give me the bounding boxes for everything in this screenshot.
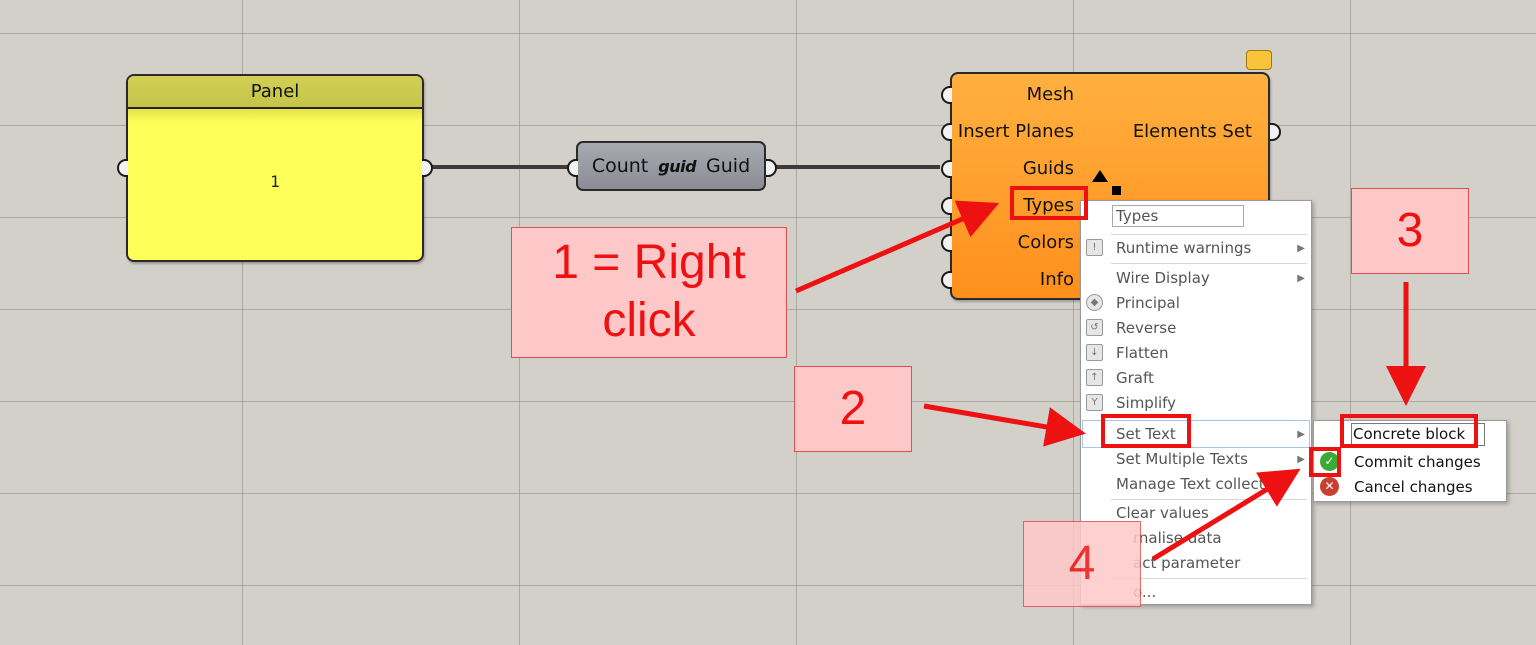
menu-separator — [1111, 578, 1307, 579]
panel-component[interactable]: Panel 1 — [126, 74, 424, 262]
panel-output-grip[interactable] — [422, 159, 433, 177]
input-types-grip[interactable] — [941, 197, 952, 215]
input-colors-grip[interactable] — [941, 234, 952, 252]
annotation-step-2-label: 2 — [839, 382, 867, 435]
annotation-step-4: 4 — [1023, 521, 1141, 607]
annotation-step-1: 1 = Right click — [511, 227, 787, 358]
message-balloon-icon[interactable] — [1246, 50, 1272, 70]
menu-separator — [1111, 499, 1307, 500]
input-colors-label[interactable]: Colors — [1017, 232, 1074, 253]
panel-header-shadow — [128, 109, 422, 123]
submenu-arrow-icon: ▶ — [1297, 273, 1305, 284]
panel-title: Panel — [128, 76, 422, 109]
cancel-icon[interactable]: ✕ — [1320, 477, 1339, 496]
graft-icon: ↑ — [1086, 369, 1103, 386]
highlight-types-input — [1010, 186, 1088, 220]
menu-item-set-text[interactable]: Set Text — [1116, 425, 1176, 443]
input-types-label[interactable]: Types — [1023, 195, 1074, 216]
guid-output-grip[interactable] — [766, 159, 777, 177]
highlight-commit-icon — [1309, 447, 1341, 477]
submenu-arrow-icon: ▶ — [1297, 429, 1305, 440]
annotation-step-1-line-2: click — [602, 294, 696, 347]
menu-item-wire-display[interactable]: Wire Display — [1116, 269, 1210, 287]
input-guids-label[interactable]: Guids — [1022, 158, 1074, 179]
menu-item-clear-values[interactable]: Clear values — [1116, 504, 1209, 522]
menu-item-graft[interactable]: Graft — [1116, 369, 1154, 387]
guid-param[interactable]: Count guid Guid — [576, 141, 766, 191]
input-mesh-grip[interactable] — [941, 86, 952, 104]
annotation-step-4-label: 4 — [1068, 537, 1096, 590]
submenu-arrow-icon: ▶ — [1297, 454, 1305, 465]
menu-item-manage-text-collection[interactable]: Manage Text collecti — [1116, 475, 1269, 493]
menu-item-internalise-data[interactable]: rnalise data — [1133, 529, 1222, 547]
input-insert-planes-label[interactable]: Insert Planes — [957, 121, 1074, 142]
guid-icon: guid — [658, 156, 697, 176]
annotation-step-3-label: 3 — [1396, 204, 1424, 257]
guid-output-label: Guid — [706, 155, 751, 177]
menu-item-flatten[interactable]: Flatten — [1116, 344, 1169, 362]
flatten-icon: ↓ — [1086, 344, 1103, 361]
input-info-grip[interactable] — [941, 271, 952, 289]
submenu-arrow-icon: ▶ — [1297, 243, 1305, 254]
panel-input-grip[interactable] — [117, 159, 128, 177]
menu-separator — [1111, 234, 1307, 235]
annotation-step-2: 2 — [794, 366, 912, 452]
output-elements-set-label[interactable]: Elements Set — [1132, 121, 1252, 142]
simplify-icon: Y — [1086, 394, 1103, 411]
commit-changes-item[interactable]: Commit changes — [1354, 453, 1481, 471]
warning-icon: ! — [1086, 239, 1103, 256]
principal-icon: ◆ — [1086, 294, 1103, 311]
menu-item-simplify[interactable]: Simplify — [1116, 394, 1177, 412]
menu-item-runtime-warnings[interactable]: Runtime warnings — [1116, 239, 1252, 257]
menu-item-extract-parameter[interactable]: act parameter — [1133, 554, 1241, 572]
annotation-step-1-line-1: 1 = Right — [552, 236, 746, 289]
cancel-changes-item[interactable]: Cancel changes — [1354, 478, 1473, 496]
highlight-set-text — [1101, 414, 1191, 448]
guid-input-grip[interactable] — [567, 159, 578, 177]
commit-icon[interactable]: ✓ — [1320, 452, 1339, 471]
panel-value: 1 — [270, 172, 280, 191]
annotation-step-3: 3 — [1351, 188, 1469, 274]
input-insert-planes-grip[interactable] — [941, 123, 952, 141]
output-elements-set-grip[interactable] — [1270, 123, 1281, 141]
highlight-text-input — [1340, 414, 1478, 448]
input-info-label[interactable]: Info — [1039, 269, 1074, 290]
menu-item-principal[interactable]: Principal — [1116, 294, 1180, 312]
cursor-icon — [1092, 170, 1121, 195]
menu-item-reverse[interactable]: Reverse — [1116, 319, 1177, 337]
reverse-icon: ↺ — [1086, 319, 1103, 336]
input-guids-grip[interactable] — [941, 160, 952, 178]
input-mesh-label[interactable]: Mesh — [1026, 84, 1074, 105]
guid-input-label: Count — [591, 155, 649, 177]
menu-separator — [1111, 263, 1307, 264]
menu-item-set-multiple-texts[interactable]: Set Multiple Texts — [1116, 450, 1248, 468]
param-name-field[interactable]: Types — [1112, 205, 1244, 227]
